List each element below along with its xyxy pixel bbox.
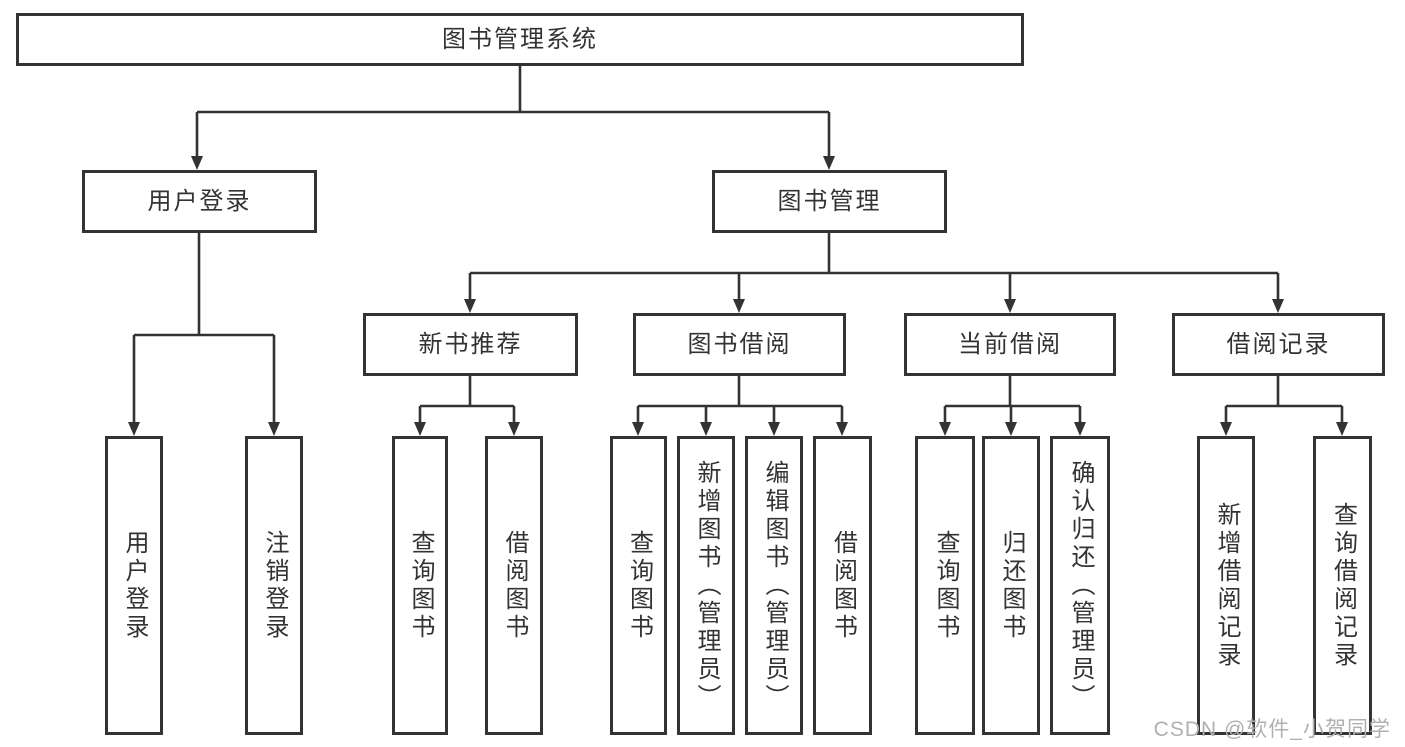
node-user-login: 用户登录 — [82, 170, 317, 233]
node-label: 用户登录 — [121, 529, 148, 642]
node-label: 归还图书 — [998, 529, 1025, 642]
csdn-watermark: CSDN @软件_小贺同学 — [1153, 718, 1391, 741]
node-label: 注销登录 — [261, 529, 288, 642]
node-label: 查询图书 — [625, 529, 653, 642]
node-library-management-system: 图书管理系统 — [16, 13, 1024, 66]
node-borrow-book: 借阅图书 — [813, 436, 872, 735]
node-label: 借阅图书 — [829, 529, 857, 642]
node-edit-book-admin: 编辑图书（管理员） — [745, 436, 803, 735]
node-book-management: 图书管理 — [712, 170, 947, 233]
node-label: 确认归还（管理员） — [1067, 459, 1094, 712]
node-confirm-return-admin: 确认归还（管理员） — [1050, 436, 1110, 735]
node-logout-action: 注销登录 — [245, 436, 303, 735]
node-label: 查询图书 — [932, 529, 959, 642]
node-label: 新增借阅记录 — [1213, 501, 1240, 670]
node-borrow-records: 借阅记录 — [1172, 313, 1385, 376]
node-add-book-admin: 新增图书（管理员） — [677, 436, 735, 735]
node-current-borrow: 当前借阅 — [904, 313, 1116, 376]
node-user-login-action: 用户登录 — [105, 436, 163, 735]
node-label: 新增图书（管理员） — [693, 459, 720, 712]
node-add-borrow-record: 新增借阅记录 — [1197, 436, 1255, 735]
node-query-book-borrow: 查询图书 — [610, 436, 667, 735]
node-query-book-recommend: 查询图书 — [392, 436, 448, 735]
node-borrow-book-recommend: 借阅图书 — [485, 436, 543, 735]
node-query-borrow-record: 查询借阅记录 — [1313, 436, 1372, 735]
node-label: 编辑图书（管理员） — [761, 459, 788, 712]
node-label: 查询借阅记录 — [1329, 501, 1357, 670]
node-query-book-current: 查询图书 — [915, 436, 975, 735]
node-return-book: 归还图书 — [982, 436, 1040, 735]
node-label: 借阅图书 — [501, 529, 528, 642]
node-label: 查询图书 — [407, 529, 434, 642]
node-book-borrow: 图书借阅 — [633, 313, 846, 376]
node-new-book-recommend: 新书推荐 — [363, 313, 578, 376]
